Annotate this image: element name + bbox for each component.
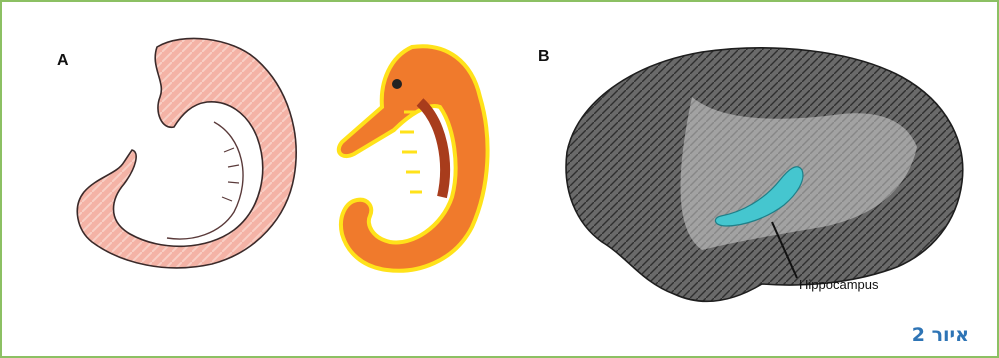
hippocampus-specimen-drawing [77,38,296,267]
brain-drawing [566,48,963,301]
seahorse-drawing [339,46,488,270]
hippocampus-callout-label: Hippocampus [799,277,879,292]
panel-b-label: B [538,48,550,66]
figure-caption: איור 2 [912,324,969,346]
panel-a-label: A [57,52,69,70]
